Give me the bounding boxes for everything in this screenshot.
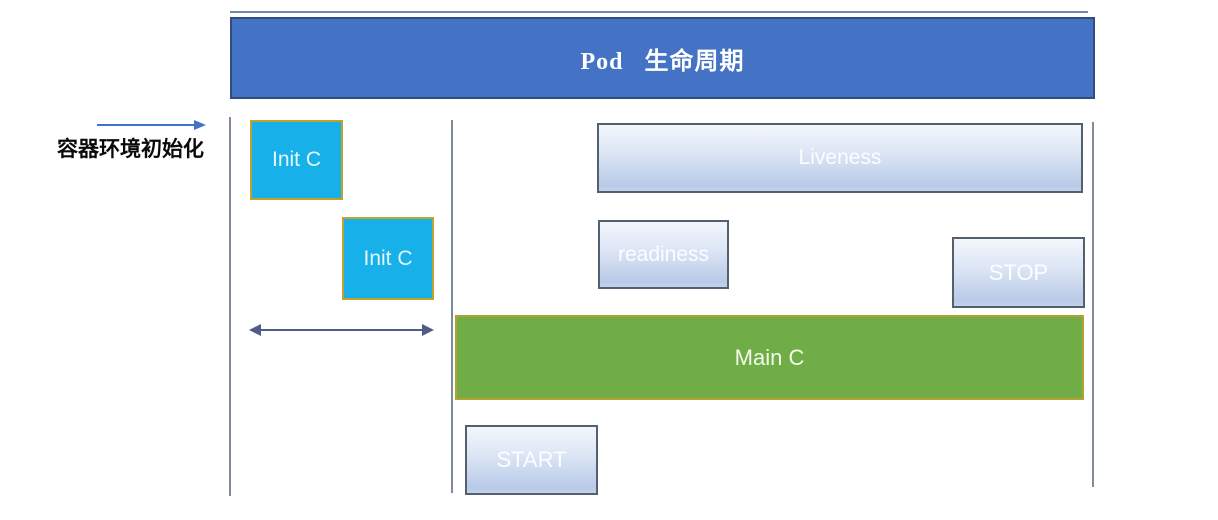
init-container-2-label: Init C — [363, 246, 413, 270]
stop-hook-box: STOP — [952, 237, 1085, 308]
readiness-probe-label: readiness — [617, 242, 710, 266]
readiness-probe-box: readiness — [598, 220, 729, 289]
diagram-title-bar: Pod 生命周期 — [230, 17, 1095, 99]
phase-line-right — [1092, 122, 1094, 487]
main-container-label: Main C — [734, 344, 805, 370]
init-container-1-label: Init C — [271, 148, 321, 171]
start-hook-label: START — [496, 447, 567, 472]
top-divider-line — [230, 11, 1088, 13]
container-env-init-label: 容器环境初始化 — [57, 138, 204, 161]
phase-line-middle — [451, 120, 453, 493]
liveness-probe-box: Liveness — [597, 123, 1083, 193]
main-container-box: Main C — [455, 315, 1084, 400]
phase-line-left — [229, 117, 231, 496]
right-arrow-icon — [97, 120, 206, 130]
start-hook-box: START — [465, 425, 598, 495]
double-headed-arrow-icon — [249, 324, 434, 336]
diagram-title: Pod 生命周期 — [580, 48, 745, 75]
liveness-probe-label: Liveness — [798, 146, 882, 169]
init-container-2-box: Init C — [342, 217, 434, 300]
init-container-1-box: Init C — [250, 120, 343, 200]
stop-hook-label: STOP — [988, 259, 1049, 285]
